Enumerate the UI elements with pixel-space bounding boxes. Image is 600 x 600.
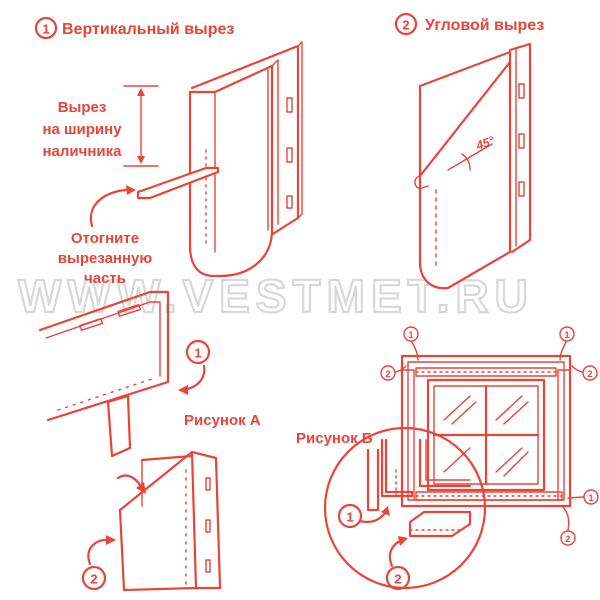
figB-callout-2-num: 2 (394, 572, 401, 587)
fig1-dimension-line3: наличника (43, 143, 123, 160)
fig1-panel-drawing (136, 41, 303, 278)
figB-callouts: 1 1 2 2 1 2 (380, 326, 599, 546)
svg-text:2: 2 (587, 369, 592, 379)
svg-text:1: 1 (408, 330, 413, 340)
svg-text:2: 2 (385, 369, 390, 379)
svg-text:2: 2 (565, 534, 570, 544)
fig2-panel-drawing: 45° (414, 42, 532, 290)
figA-callout-2: 2 (81, 535, 116, 591)
figA-title: Рисунок А (184, 412, 261, 429)
figA-callout-1: 1 (178, 339, 211, 395)
fig1-dimension-line1: Вырез (58, 99, 107, 116)
figA-drawing (38, 290, 222, 592)
figB-magnifier: 1 2 (323, 426, 487, 591)
fig1-dimension-line2: на ширину (42, 121, 122, 138)
fig1-title: Вертикальный вырез (62, 21, 234, 38)
figA-callout-1-num: 1 (194, 346, 201, 361)
fig1-dimension-arrow (123, 85, 159, 167)
fig1-bend-line2: вырезанную (58, 250, 153, 267)
fig1-bend-label: Отогните вырезанную часть (58, 230, 153, 287)
fig2-header: 2 Угловой вырез (394, 12, 544, 36)
fig1-bend-line3: часть (84, 270, 126, 287)
fig1-dimension-label: Вырез на ширину наличника (42, 99, 122, 160)
svg-text:1: 1 (588, 493, 593, 503)
figB-callout-1-num: 1 (346, 510, 353, 525)
fig1-number: 1 (42, 22, 49, 37)
figB-title: Рисунок Б (296, 430, 373, 447)
fig2-title: Угловой вырез (425, 17, 544, 34)
fig1-bend-arrow (89, 188, 132, 228)
fig2-number-circle (394, 12, 418, 36)
fig2-angle-label: 45° (473, 133, 496, 153)
svg-text:1: 1 (564, 330, 569, 340)
fig1-bend-line1: Отогните (71, 230, 139, 247)
fig2-number: 2 (402, 18, 409, 33)
fig1-header: 1 Вертикальный вырез (34, 16, 234, 40)
fig1-number-circle (34, 16, 58, 40)
figA-callout-2-num: 2 (90, 572, 97, 587)
